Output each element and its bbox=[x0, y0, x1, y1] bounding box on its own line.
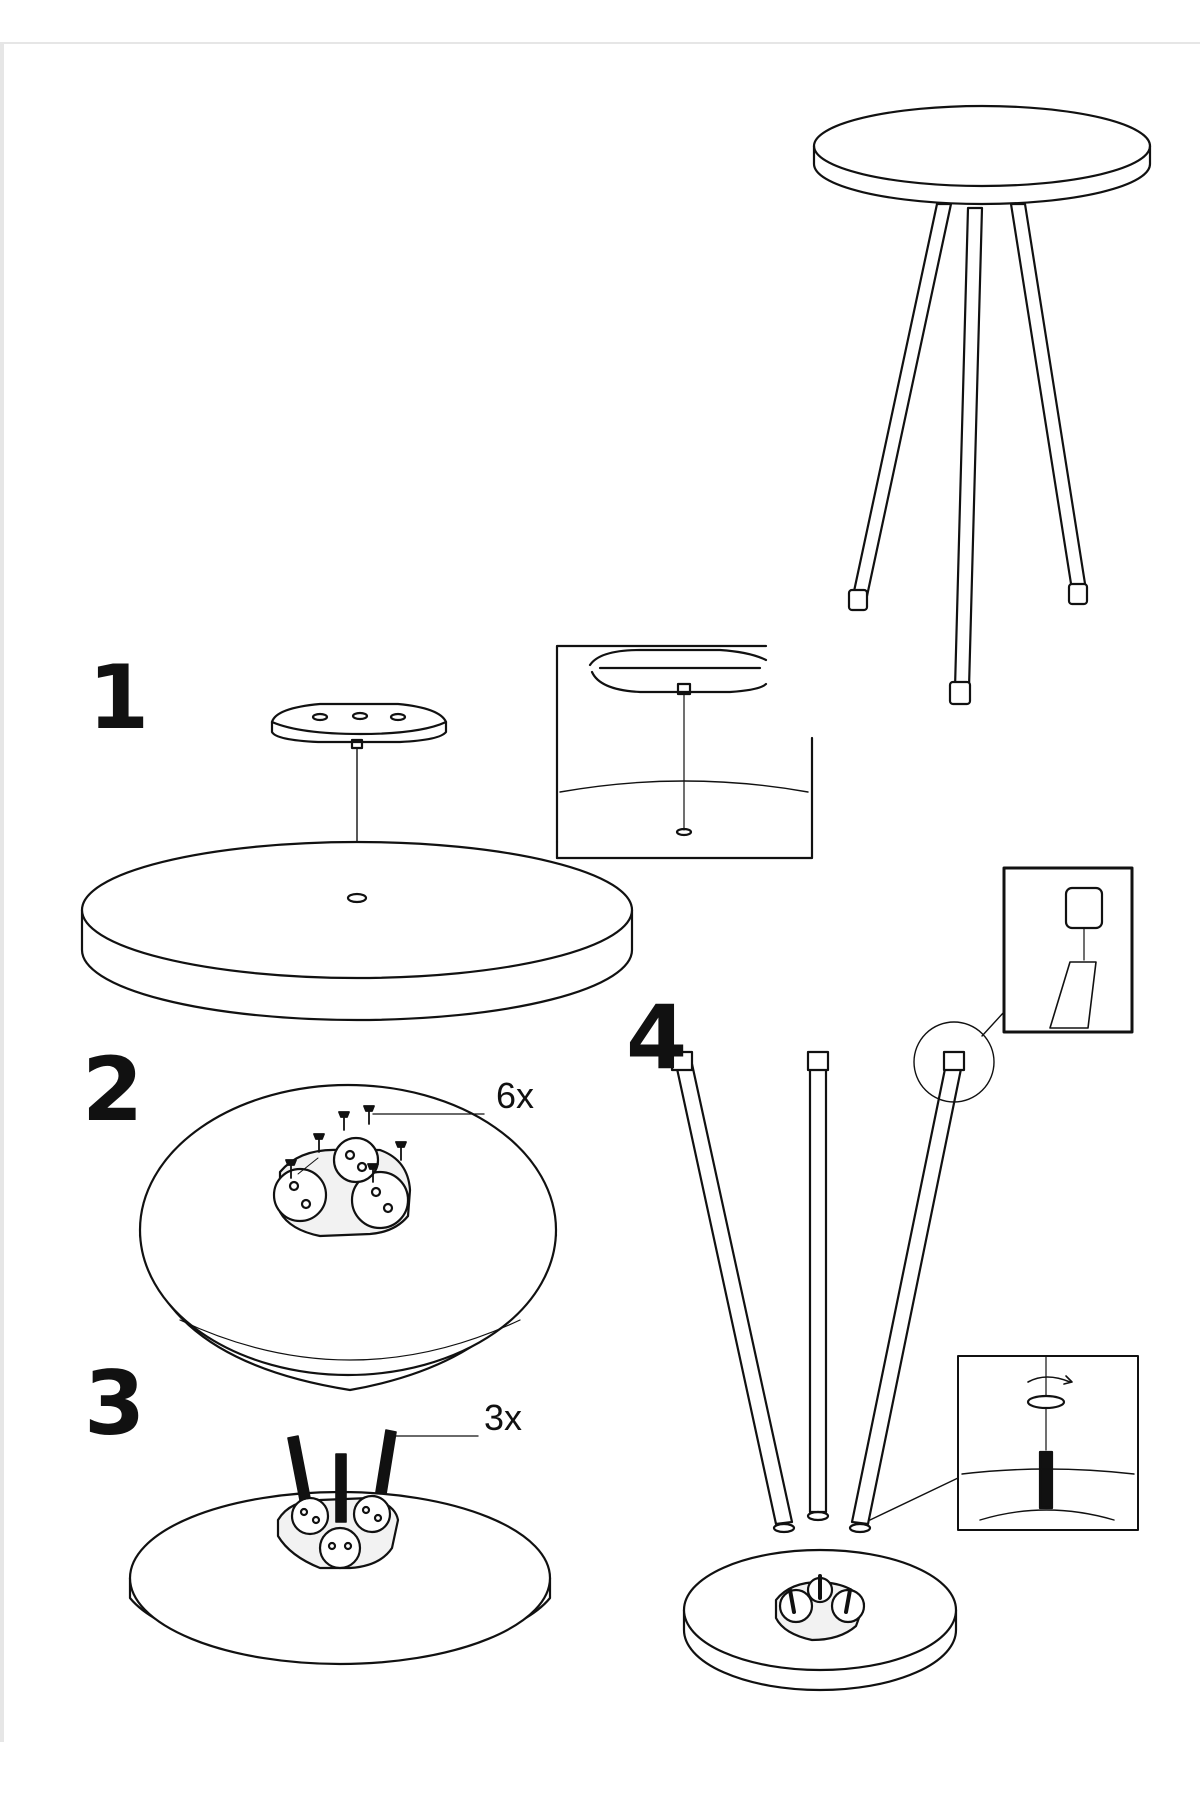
tabletop-step1 bbox=[80, 840, 634, 1022]
mounting-plate-icon bbox=[270, 702, 448, 750]
step-number-1: 1 bbox=[88, 646, 150, 749]
quantity-label-step3: 3x bbox=[484, 1397, 523, 1438]
step-number-3: 3 bbox=[84, 1352, 146, 1455]
scan-border-left bbox=[0, 42, 4, 1742]
screw-icon-group bbox=[285, 1105, 485, 1183]
mounting-plate-icon bbox=[272, 1136, 412, 1238]
table-leg-icon-group bbox=[670, 1050, 966, 1534]
magnifier-callout-icon bbox=[913, 866, 1134, 1103]
quantity-label-step2: 6x bbox=[496, 1075, 535, 1116]
mounting-plate-icon bbox=[276, 1494, 400, 1570]
threaded-rod-icon-group bbox=[287, 1429, 479, 1523]
mounting-plate-icon bbox=[774, 1574, 866, 1642]
round-table-assembled-icon bbox=[812, 104, 1152, 706]
step-number-2: 2 bbox=[82, 1038, 144, 1141]
detail-inset-step1 bbox=[555, 644, 814, 860]
detail-inset-step4 bbox=[869, 1355, 1139, 1531]
tabletop-step2 bbox=[138, 1083, 558, 1392]
scan-border-top bbox=[0, 42, 1200, 44]
step-number-4: 4 bbox=[626, 986, 688, 1089]
